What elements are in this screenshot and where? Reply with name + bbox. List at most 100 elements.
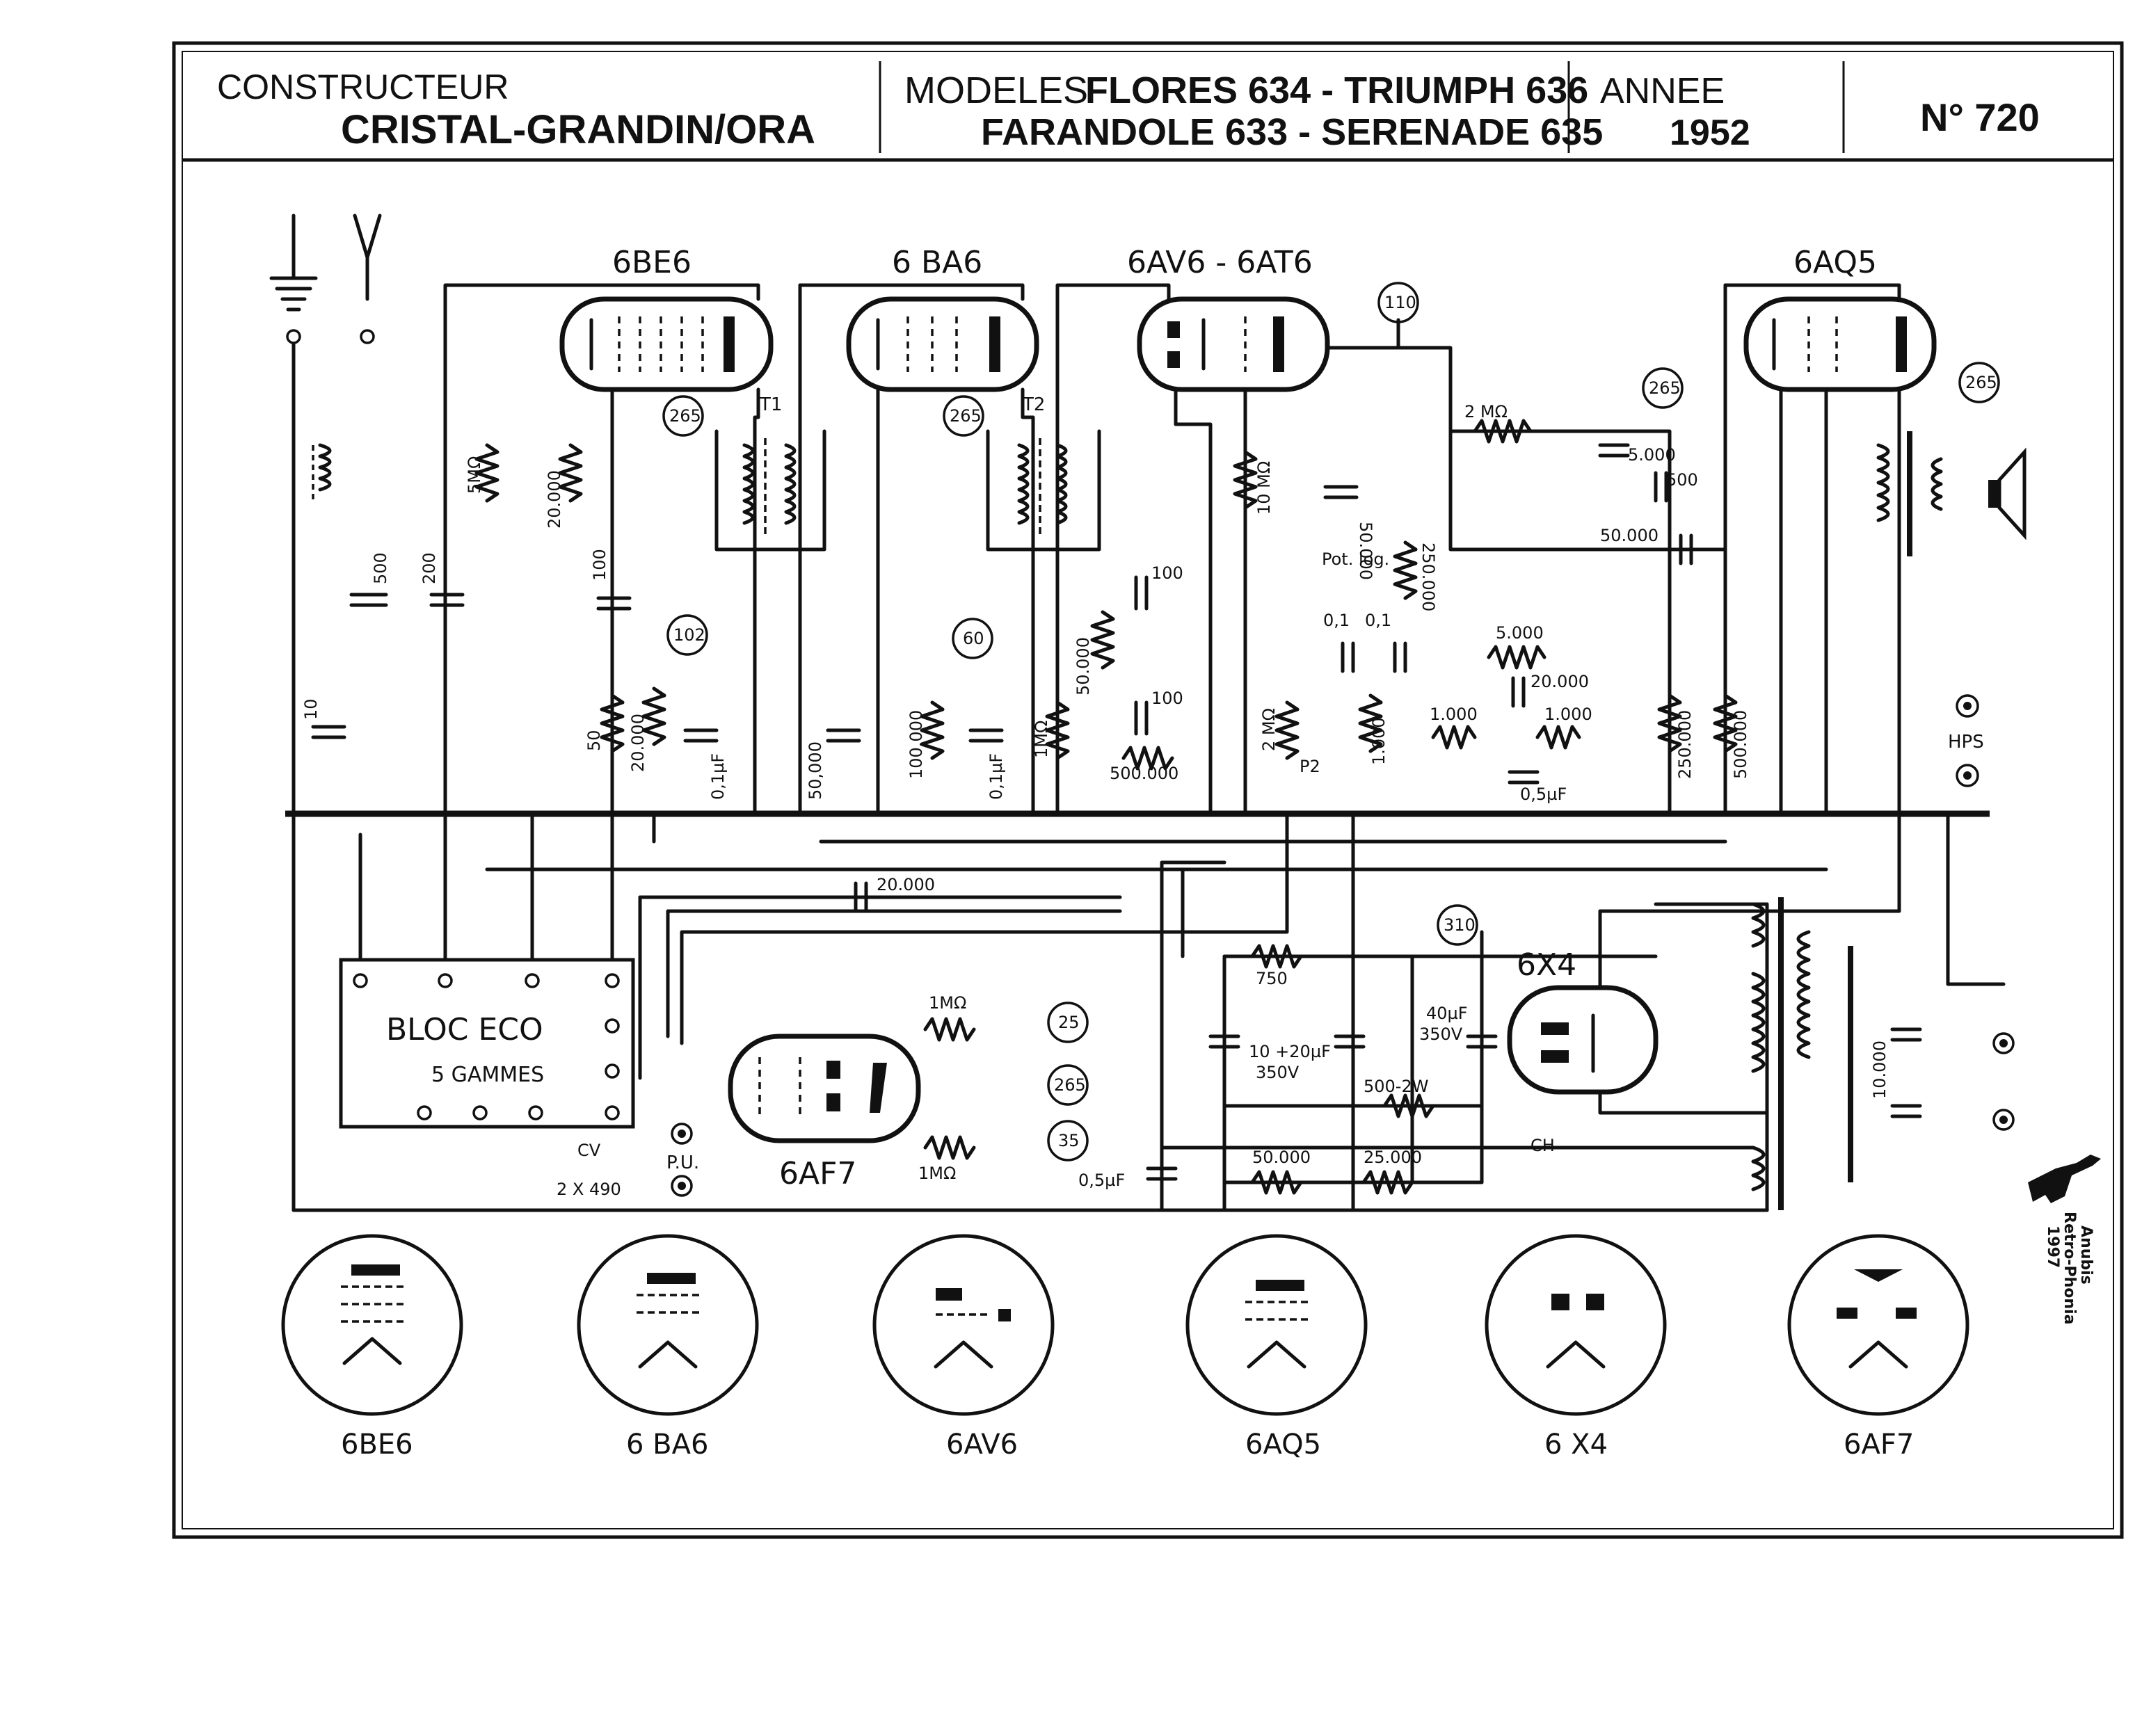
base-label-6be6: 6BE6 [341, 1429, 413, 1461]
svg-text:0,5µF: 0,5µF [1520, 785, 1567, 804]
tube-base-6be6 [281, 1234, 463, 1416]
mains-terminal-2 [1992, 1109, 2015, 1131]
voltage-badge: 265 [943, 395, 984, 437]
svg-text:20.000: 20.000 [877, 875, 935, 894]
tube-label-6ba6: 6 BA6 [892, 245, 982, 280]
svg-text:265: 265 [1649, 378, 1681, 398]
svg-text:50.000: 50.000 [1252, 1148, 1311, 1167]
label-pu: P.U. [666, 1152, 699, 1173]
svg-text:265: 265 [1054, 1075, 1086, 1095]
svg-text:40µF: 40µF [1426, 1004, 1468, 1023]
svg-text:CV: CV [577, 1141, 601, 1160]
resistor-symbols [474, 419, 1738, 1195]
svg-text:50.000: 50.000 [1073, 637, 1093, 696]
anubis-logo [2028, 1155, 2101, 1203]
svg-text:2 X 490: 2 X 490 [557, 1180, 621, 1199]
base-label-6x4: 6 X4 [1544, 1429, 1608, 1461]
svg-text:0,1: 0,1 [1365, 611, 1391, 630]
modeles-line1: FLORES 634 - TRIUMPH 636 [1085, 70, 1588, 111]
svg-text:110: 110 [1384, 293, 1416, 312]
svg-text:750: 750 [1256, 969, 1288, 988]
constructeur-value: CRISTAL-GRANDIN/ORA [341, 107, 815, 152]
tube-label-6x4: 6X4 [1517, 947, 1576, 983]
tube-6be6 [559, 296, 774, 392]
schematic-wiring [443, 283, 2006, 1212]
svg-text:500.000: 500.000 [1110, 764, 1178, 783]
svg-text:5MΩ: 5MΩ [465, 456, 484, 494]
svg-text:CH: CH [1530, 1136, 1555, 1155]
svg-text:100.000: 100.000 [906, 710, 926, 779]
stamp-line1: Anubis [2077, 1225, 2095, 1285]
tube-6aq5 [1743, 296, 1937, 392]
label-t1: T1 [759, 394, 782, 415]
svg-text:500: 500 [1666, 470, 1698, 490]
tube-6ba6 [846, 296, 1039, 392]
svg-text:10 +20µF: 10 +20µF [1249, 1042, 1331, 1061]
svg-text:5.000: 5.000 [1628, 445, 1676, 465]
svg-text:200: 200 [419, 552, 439, 584]
ground-terminal [286, 329, 301, 344]
bloc-eco-subtitle: 5 GAMMES [431, 1063, 544, 1087]
voltage-badge: 25 [1047, 1002, 1089, 1043]
annee-label: ANNEE [1600, 71, 1725, 111]
svg-text:0,1: 0,1 [1323, 611, 1350, 630]
voltage-badge: 110 [1377, 282, 1419, 323]
pu-terminal-1 [671, 1123, 693, 1145]
voltage-badge: 265 [662, 395, 704, 437]
svg-text:310: 310 [1444, 915, 1476, 935]
svg-text:350V: 350V [1419, 1024, 1463, 1044]
voltage-badge: 35 [1047, 1120, 1089, 1162]
svg-text:250.000: 250.000 [1675, 710, 1695, 779]
svg-text:500.000: 500.000 [1731, 710, 1750, 779]
svg-text:265: 265 [1965, 373, 1997, 392]
label-hps: HPS [1948, 732, 1984, 753]
svg-text:20.000: 20.000 [628, 714, 648, 772]
component-labels: 500 200 5MΩ 20.000 100 10 50 20.000 0,1µ… [301, 402, 1889, 1199]
svg-text:0,1µF: 0,1µF [708, 753, 728, 800]
bloc-eco-box [339, 958, 635, 1129]
modeles-line2: FARANDOLE 633 - SERENADE 635 [981, 111, 1603, 153]
svg-text:P2: P2 [1300, 757, 1320, 776]
tube-6av6 [1137, 296, 1330, 392]
svg-text:0,1µF: 0,1µF [986, 753, 1006, 800]
base-label-6aq5: 6AQ5 [1245, 1429, 1321, 1461]
svg-text:1.000: 1.000 [1369, 717, 1389, 765]
svg-text:102: 102 [673, 625, 705, 645]
constructeur-label: CONSTRUCTEUR [217, 67, 509, 106]
svg-text:500: 500 [371, 552, 390, 584]
svg-text:265: 265 [669, 406, 701, 426]
svg-text:20.000: 20.000 [545, 470, 564, 529]
antenna-symbol [353, 214, 382, 301]
svg-text:1MΩ: 1MΩ [918, 1164, 956, 1183]
mains-terminal-1 [1992, 1032, 2015, 1054]
sheet-inner-frame [182, 51, 2114, 1529]
tube-base-6aq5 [1185, 1234, 1368, 1416]
svg-text:25.000: 25.000 [1364, 1148, 1422, 1167]
antenna-terminal [360, 329, 375, 344]
ground-symbol [269, 214, 318, 312]
svg-text:2 MΩ: 2 MΩ [1464, 402, 1508, 421]
svg-text:1.000: 1.000 [1544, 705, 1592, 724]
tube-label-6af7: 6AF7 [779, 1156, 856, 1191]
svg-text:100: 100 [1151, 689, 1183, 708]
tube-label-6aq5: 6AQ5 [1793, 245, 1877, 280]
label-t2: T2 [1022, 394, 1045, 415]
svg-text:50: 50 [584, 730, 604, 751]
tube-base-6af7 [1787, 1234, 1969, 1416]
voltage-badge: 60 [952, 618, 993, 659]
if-transformer-t1 [714, 429, 826, 552]
hps-terminal-1 [1956, 694, 1979, 718]
svg-text:100: 100 [1151, 563, 1183, 583]
voltage-badge: 265 [1958, 362, 2000, 403]
svg-text:Pot. log.: Pot. log. [1322, 549, 1389, 569]
svg-text:60: 60 [963, 629, 984, 648]
tube-label-6be6: 6BE6 [612, 245, 692, 280]
bloc-eco-title: BLOC ECO [386, 1012, 543, 1047]
tube-6af7 [728, 1034, 921, 1143]
speaker-icon [1988, 447, 2027, 540]
voltage-badge: 265 [1642, 367, 1684, 409]
svg-text:35: 35 [1058, 1131, 1080, 1150]
modeles-label: MODELES [904, 70, 1088, 111]
svg-text:1MΩ: 1MΩ [1032, 721, 1051, 758]
voltage-badge: 310 [1437, 904, 1478, 946]
